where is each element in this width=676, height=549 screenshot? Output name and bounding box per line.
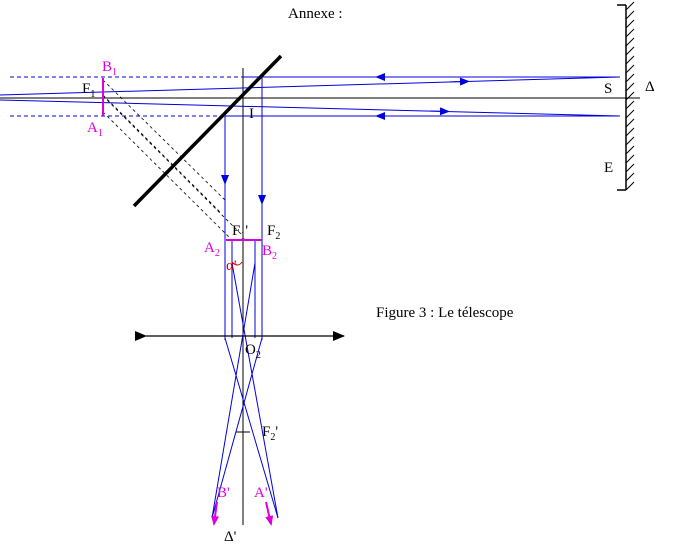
angle-alpha-arc (231, 261, 243, 266)
label-f2-prime: F2' (262, 424, 278, 443)
mirror-hatch-mark (625, 28, 635, 38)
mirror-hatch-mark (625, 46, 635, 56)
label-a1: A1 (87, 120, 103, 139)
dashed-diagonals (102, 79, 244, 239)
label-i: I (249, 106, 254, 122)
output-arrow-a-prime (265, 501, 274, 526)
mirror-hatch-mark (625, 145, 635, 155)
mirror-hatch-mark (625, 82, 635, 92)
label-a-prime: A' (254, 485, 268, 501)
output-arrow-b-prime (211, 501, 220, 526)
mirror-hatch-mark (625, 136, 635, 146)
label-a2: A2 (204, 240, 220, 259)
label-f2: F2 (267, 223, 280, 242)
mirror-hatch-mark (625, 10, 635, 20)
mirror-hatch-mark (625, 73, 635, 83)
diagonal-plane-mirror (132, 54, 283, 208)
mirror-hatch-mark (625, 55, 635, 65)
label-f1: F1 (82, 81, 95, 100)
annex-title: Annexe : (288, 6, 343, 22)
mirror-hatch-mark (625, 100, 635, 110)
mirror-hatch-mark (625, 37, 635, 47)
mirror-hatch-mark (625, 127, 635, 137)
label-b1: B1 (102, 59, 117, 78)
label-o2: O2 (245, 342, 261, 361)
mirror-hatch-mark (625, 19, 635, 29)
label-alpha-prime: α' (226, 258, 237, 274)
label-e: E (604, 160, 613, 176)
plane-mirror (617, 1, 635, 191)
mirror-hatch-mark (625, 109, 635, 119)
reflected-rays (211, 77, 279, 519)
label-delta-prime: Δ' (224, 529, 237, 545)
label-delta: Δ (645, 79, 655, 95)
label-b-prime: B' (217, 485, 230, 501)
mirror-hatch-mark (625, 64, 635, 74)
mirror-hatch-mark (625, 181, 635, 191)
mirror-hatch-mark (625, 172, 635, 182)
label-f1-prime: F1' (232, 223, 248, 242)
label-b2: B2 (262, 243, 277, 262)
mirror-hatch-mark (625, 91, 635, 101)
mirror-hatch-mark (625, 118, 635, 128)
figure-caption: Figure 3 : Le télescope (376, 305, 514, 321)
label-s: S (604, 81, 612, 97)
mirror-hatch-mark (625, 1, 635, 11)
mirror-hatch-mark (625, 154, 635, 164)
mirror-hatch-mark (625, 163, 635, 173)
